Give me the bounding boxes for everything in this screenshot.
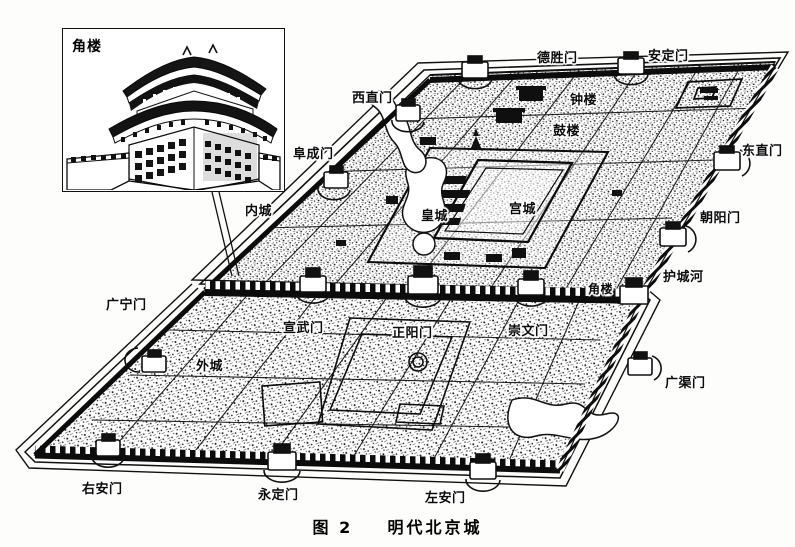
figure-caption: 图 2 明代北京城 (0, 514, 795, 538)
city-map-illustration (15, 51, 790, 492)
zone-label-outer-city[interactable]: 外城 (196, 359, 224, 374)
corner-tower-drawing (63, 29, 284, 190)
gate-tower-xizhimen (391, 98, 425, 133)
corner-tower-marker (619, 277, 649, 305)
gate-label-xuanwumen[interactable]: 宣武门 (283, 321, 324, 336)
zone-label-palace-city[interactable]: 宫城 (509, 202, 537, 217)
gate-label-guangningmen[interactable]: 广宁门 (106, 298, 147, 313)
gate-label-fuchengmen[interactable]: 阜成门 (293, 147, 334, 162)
gate-tower-chongwenmen (513, 270, 549, 307)
gate-label-dongzhimen[interactable]: 东直门 (742, 144, 783, 159)
gate-tower-youanmen (91, 433, 125, 468)
zone-label-inner-city[interactable]: 内城 (245, 204, 273, 219)
inset-title: 角楼 (72, 39, 102, 55)
imperial-city-enclosure (366, 128, 610, 270)
gate-tower-fuchengmen (317, 165, 351, 201)
outer-city-block (15, 283, 661, 487)
gate-label-chongwenmen[interactable]: 崇文门 (508, 324, 549, 339)
gate-label-zhengyangmen[interactable]: 正阳门 (392, 326, 433, 341)
gate-label-andingmen[interactable]: 安定门 (648, 49, 689, 64)
gate-label-zuoanmen[interactable]: 左安门 (425, 491, 466, 506)
landmark-label-moat[interactable]: 护城河 (663, 270, 704, 285)
caption-label: 图 (312, 518, 331, 537)
caption-number: 2 (339, 518, 353, 537)
gate-tower-dongzhimen (713, 145, 751, 177)
inset-leader-line (211, 191, 240, 277)
gate-tower-andingmen (613, 51, 649, 86)
landmark-label-corner-tower[interactable]: 角楼 (588, 282, 614, 296)
gate-tower-chaoyangmen (659, 221, 697, 253)
gate-label-youanmen[interactable]: 右安门 (82, 482, 123, 497)
landmark-label-drum-tower[interactable]: 鼓楼 (553, 124, 581, 139)
gate-label-deshengmen[interactable]: 德胜门 (537, 51, 578, 66)
bell-drum-tower-blocks (493, 86, 546, 123)
landmark-label-bell-tower[interactable]: 钟楼 (570, 93, 598, 108)
gate-towers (91, 51, 751, 492)
gate-label-chaoyangmen[interactable]: 朝阳门 (700, 211, 741, 226)
gate-label-yongdingmen[interactable]: 永定门 (258, 488, 299, 503)
gate-tower-zhengyangmen (403, 265, 443, 308)
corner-tower-inset-panel: 角楼 (62, 28, 285, 192)
gate-tower-guangningmen (124, 347, 167, 373)
gate-label-xizhimen[interactable]: 西直门 (352, 91, 393, 106)
zone-label-imperial-city[interactable]: 皇城 (421, 209, 449, 224)
gate-tower-zuoanmen (465, 453, 501, 492)
gate-tower-deshengmen (457, 55, 493, 90)
gate-label-guangqumen[interactable]: 广渠门 (665, 376, 706, 391)
gate-tower-yongdingmen (263, 443, 301, 483)
gate-tower-xuanwumen (295, 267, 331, 304)
caption-title: 明代北京城 (387, 518, 483, 537)
gate-tower-guangqumen (627, 351, 662, 381)
